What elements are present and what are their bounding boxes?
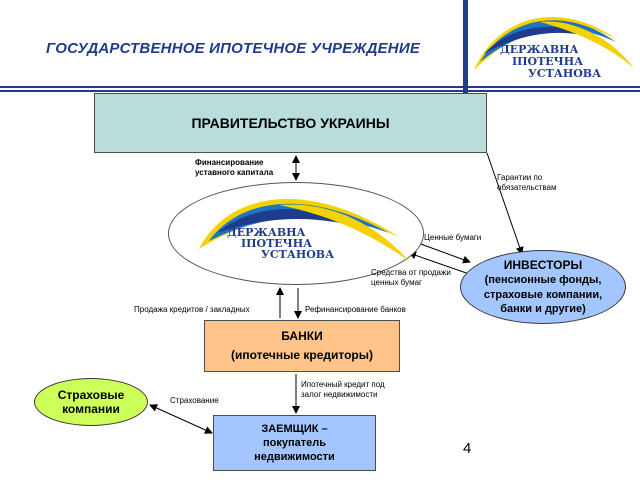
- guarantees-label: Гарантии по обязательствам: [497, 173, 557, 192]
- banks-box: БАНКИ (ипотечные кредиторы): [204, 320, 400, 372]
- capital-funding-label: Финансирование уставного капитала: [195, 158, 274, 177]
- borrower-box: ЗАЕМЩИК – покупатель недвижимости: [213, 415, 376, 471]
- insurance-oval: Страховые компании: [34, 378, 148, 426]
- page-title: ГОСУДАРСТВЕННОЕ ИПОТЕЧНОЕ УЧРЕЖДЕНИЕ: [46, 40, 421, 57]
- agency-oval: ДЕРЖАВНА ІПОТЕЧНА УСТАНОВА: [168, 182, 424, 285]
- page-number: 4: [463, 440, 472, 457]
- investors-title: ИНВЕСТОРЫ: [503, 257, 583, 272]
- logo-line-3: УСТАНОВА: [528, 67, 602, 80]
- logo-line-1: ДЕРЖАВНА: [500, 43, 579, 56]
- securities-arrow: [417, 242, 471, 264]
- investors-line-1: (пенсионные фонды,: [484, 274, 602, 287]
- borrower-line-1: ЗАЕМЩИК –: [261, 422, 328, 435]
- securities-proceeds-label: Средства от продажи ценных бумаг: [371, 268, 451, 287]
- agency-logo-line-3: УСТАНОВА: [261, 248, 335, 261]
- insurance-line-1: Страховые: [57, 387, 125, 402]
- loan-sale-label: Продажа кредитов / закладных: [134, 305, 250, 314]
- banks-title: БАНКИ: [281, 328, 323, 343]
- investors-line-2: страховые компании,: [483, 288, 603, 301]
- investors-oval: ИНВЕСТОРЫ (пенсионные фонды, страховые к…: [460, 250, 626, 324]
- logo-swoosh-icon: [474, 17, 634, 70]
- logo-line-2: ІПОТЕЧНА: [512, 55, 584, 68]
- agency-logo-line-2: ІПОТЕЧНА: [241, 237, 313, 250]
- agency-logo-line-1: ДЕРЖАВНА: [227, 226, 306, 239]
- government-label: ПРАВИТЕЛЬСТВО УКРАИНЫ: [191, 115, 390, 131]
- header-vertical-bar: [463, 0, 468, 110]
- investors-line-3: банки и другие): [500, 302, 586, 315]
- header-logo: ДЕРЖАВНА ІПОТЕЧНА УСТАНОВА: [470, 2, 638, 86]
- borrower-line-2: покупатель: [262, 436, 326, 449]
- agency-swoosh-icon: [199, 199, 409, 261]
- mortgage-loan-label: Ипотечный кредит под залог недвижимости: [301, 380, 385, 399]
- header-rule-bottom: [0, 90, 640, 92]
- securities-label: Ценные бумаги: [424, 233, 482, 242]
- borrower-line-3: недвижимости: [254, 451, 335, 464]
- banks-subtitle: (ипотечные кредиторы): [230, 348, 373, 362]
- securities-proceeds-arrow: [408, 251, 473, 276]
- insurance-arrow: [149, 404, 213, 434]
- government-box: ПРАВИТЕЛЬСТВО УКРАИНЫ: [94, 93, 487, 153]
- refinancing-label: Рефинансирование банков: [305, 305, 406, 314]
- guarantees-arrow: [486, 152, 524, 255]
- insurance-flow-label: Страхование: [170, 396, 219, 405]
- header-rule-top: [0, 86, 640, 88]
- insurance-line-2: компании: [62, 402, 120, 416]
